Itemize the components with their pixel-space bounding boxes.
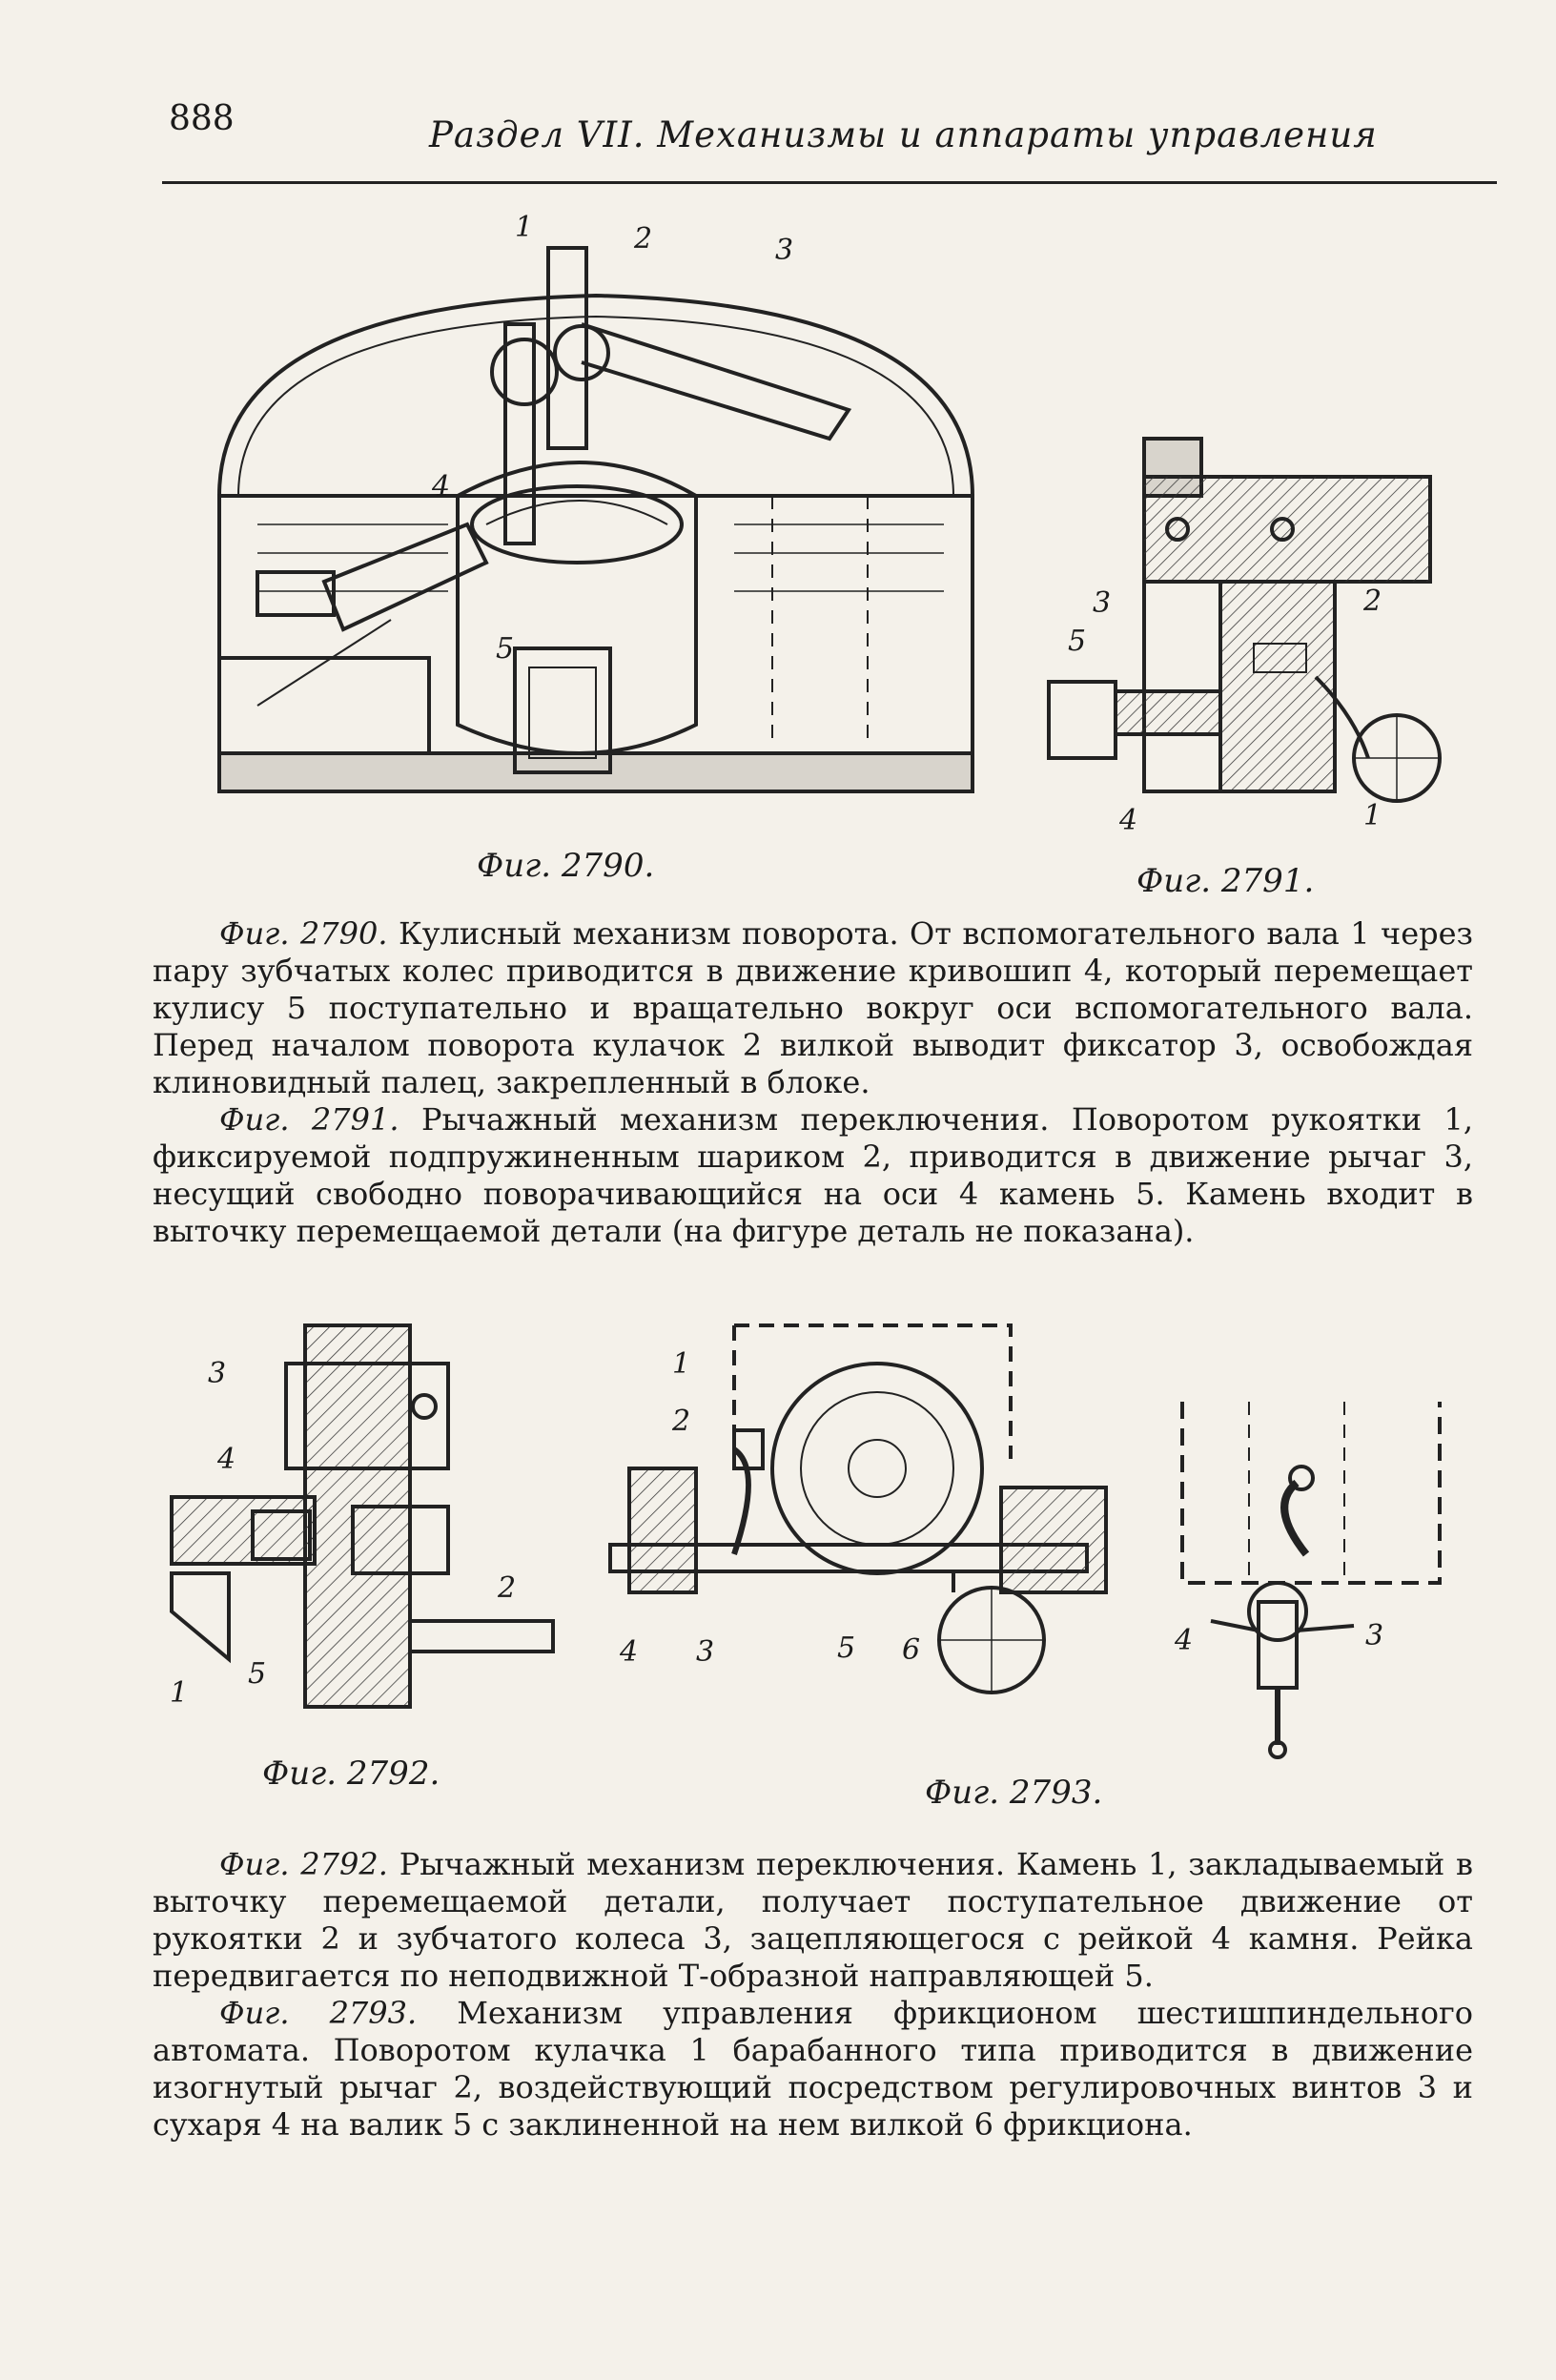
- para-2790-label: Фиг. 2790.: [219, 915, 388, 952]
- figure-2792-caption: Фиг. 2792.: [262, 1754, 440, 1793]
- fig2792-label-1: 1: [170, 1676, 188, 1710]
- header-rule: [162, 181, 1497, 184]
- page-number: 888: [169, 99, 235, 138]
- fig2793-label-3: 3: [696, 1635, 714, 1669]
- fig2793-label-1: 1: [672, 1347, 690, 1381]
- fig2790-label-5: 5: [496, 632, 514, 666]
- text-block-1: Фиг. 2790. Кулисный механизм поворота. О…: [153, 915, 1473, 1250]
- para-2790-body: Кулисный механизм поворота. От вспомогат…: [153, 915, 1474, 1100]
- figure-2791-drawing: 1 2 3 4 5: [1047, 437, 1442, 837]
- text-block-2: Фиг. 2792. Рычажный механизм переключени…: [153, 1846, 1473, 2144]
- fig2791-label-5: 5: [1068, 625, 1086, 658]
- fig2793-label-6: 6: [902, 1633, 920, 1667]
- figure-2790-drawing: 1 2 3 4 5: [217, 211, 974, 793]
- figure-2793-side-drawing: 3 4: [1174, 1402, 1442, 1759]
- fig2790-label-1: 1: [515, 211, 533, 244]
- figure-2793-drawing: 1 2 3 4 5 6: [608, 1323, 1108, 1694]
- fig2792-label-4: 4: [216, 1443, 235, 1476]
- para-2793-label: Фиг. 2793.: [219, 1995, 418, 2031]
- fig2793-label-5: 5: [837, 1631, 855, 1665]
- para-2791-body: Рычажный механизм переключения. Поворото…: [153, 1101, 1474, 1249]
- figure-2793-caption: Фиг. 2793.: [925, 1774, 1103, 1812]
- fig2791-label-1: 1: [1363, 799, 1382, 832]
- fig2793-side-label-4: 4: [1174, 1624, 1193, 1657]
- fig2793-label-2: 2: [671, 1405, 690, 1438]
- figure-2790-caption: Фиг. 2790.: [477, 847, 655, 885]
- para-2791-label: Фиг. 2791.: [219, 1101, 399, 1138]
- fig2792-label-5: 5: [248, 1657, 266, 1691]
- figure-2791-caption: Фиг. 2791.: [1136, 862, 1315, 900]
- fig2790-label-3: 3: [775, 234, 793, 267]
- fig2791-label-2: 2: [1362, 585, 1382, 618]
- fig2791-label-4: 4: [1118, 804, 1137, 837]
- fig2793-side-label-3: 3: [1365, 1619, 1383, 1652]
- fig2792-label-3: 3: [208, 1357, 226, 1390]
- fig2790-label-2: 2: [633, 222, 652, 256]
- figure-2792-drawing: 1 2 3 4 5: [170, 1323, 555, 1710]
- fig2790-label-4: 4: [431, 470, 450, 503]
- fig2793-label-4: 4: [619, 1635, 638, 1669]
- running-head: Раздел VII. Механизмы и аппараты управле…: [429, 114, 1378, 155]
- para-2792-label: Фиг. 2792.: [219, 1846, 388, 1882]
- fig2791-label-3: 3: [1093, 586, 1111, 620]
- fig2792-label-2: 2: [497, 1571, 516, 1605]
- para-2792-body: Рычажный механизм переключения. Камень 1…: [153, 1846, 1474, 1994]
- para-2793-body: Механизм управления фрикционом шестишпин…: [153, 1995, 1474, 2143]
